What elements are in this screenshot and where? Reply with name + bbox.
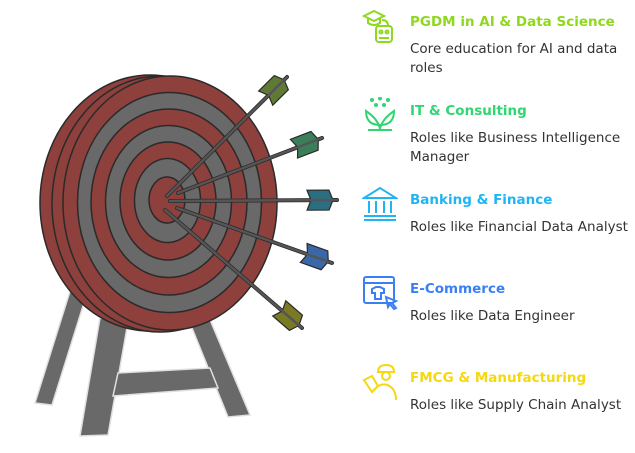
online-shop-icon [363, 276, 398, 311]
arrow [165, 74, 290, 198]
arrow [168, 189, 339, 211]
target-board [39, 74, 278, 333]
worker-icon [362, 364, 397, 400]
item-title: PGDM in AI & Data Science [410, 14, 615, 30]
stand-crossbar [112, 367, 220, 397]
item-description: Roles like Business Intelligence Manager [410, 130, 621, 165]
item-description: Core education for AI and data roles [410, 41, 618, 76]
arrow-fletching [306, 199, 334, 211]
item-description: Roles like Financial Data Analyst [410, 219, 628, 235]
stand-leg-right [186, 314, 252, 418]
item-title: Banking & Finance [410, 192, 553, 208]
bank-icon [362, 186, 398, 221]
plant-growth-icon [364, 97, 396, 131]
item-description: Roles like Data Engineer [410, 308, 575, 324]
arrow-fletching [306, 189, 334, 201]
arrow [163, 208, 304, 332]
target-illustration [34, 74, 339, 437]
arrow [176, 130, 324, 195]
graduation-robot-icon [362, 9, 393, 43]
arrow [175, 206, 334, 271]
item-title: IT & Consulting [410, 103, 527, 119]
arrows [163, 74, 339, 332]
item-title: E-Commerce [410, 281, 506, 297]
item-title: FMCG & Manufacturing [410, 370, 587, 386]
item-description: Roles like Supply Chain Analyst [410, 397, 622, 413]
stand-leg-left [34, 284, 89, 406]
